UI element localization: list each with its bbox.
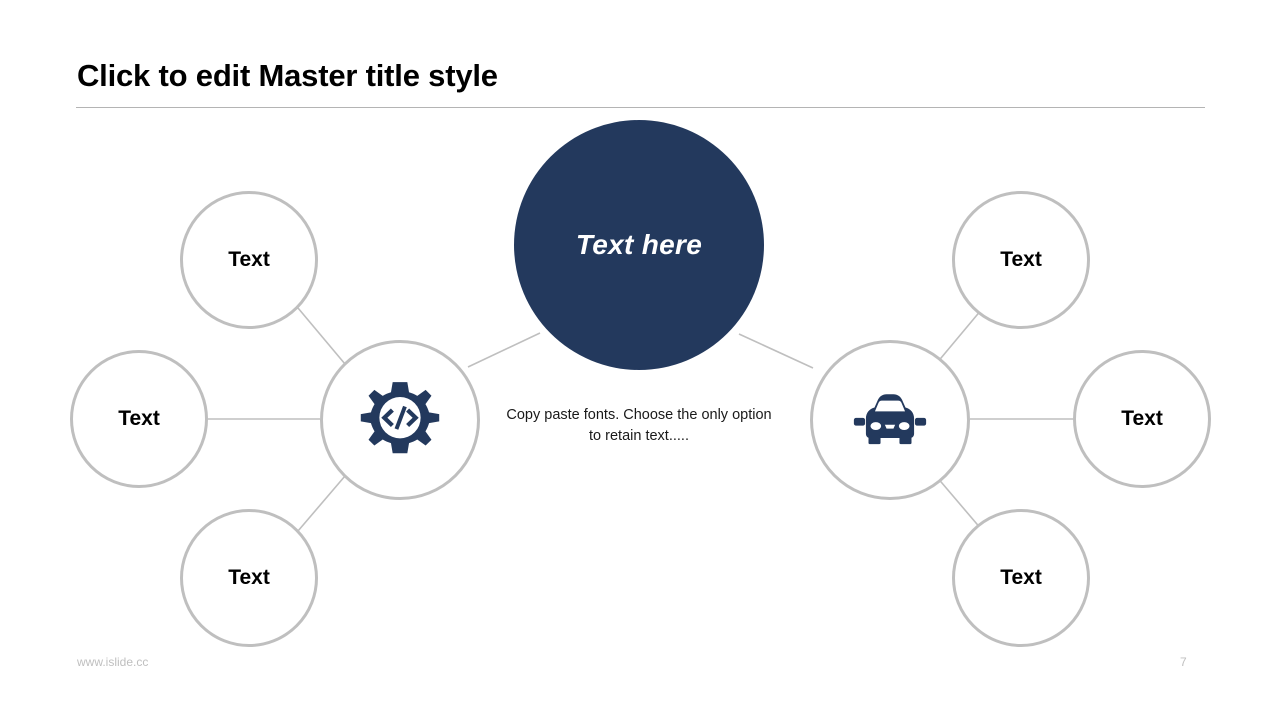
satellite-node-top-left[interactable]: Text — [180, 191, 318, 329]
connector-top-right — [935, 308, 983, 365]
center-node-label: Text here — [575, 229, 703, 260]
title-divider — [76, 107, 1205, 108]
satellite-node-top-right[interactable]: Text — [952, 191, 1090, 329]
satellite-label: Text — [118, 407, 160, 430]
satellite-node-middle-left[interactable]: Text — [70, 350, 208, 488]
page-title: Click to edit Master title style — [77, 58, 498, 93]
hub-node-right[interactable] — [810, 340, 970, 500]
gear-code-icon — [360, 382, 440, 454]
satellite-label: Text — [1121, 407, 1163, 430]
satellite-label: Text — [1000, 248, 1042, 271]
satellite-label: Text — [228, 248, 270, 271]
connector-bottom-left — [297, 475, 346, 532]
connector-top-left — [297, 307, 346, 365]
satellite-label: Text — [228, 566, 270, 589]
connector-left-hub-center — [467, 332, 541, 368]
satellite-label: Text — [1000, 566, 1042, 589]
center-caption: Copy paste fonts. Choose the only option… — [506, 407, 772, 444]
center-node[interactable]: Text here — [514, 120, 764, 370]
connector-bottom-right — [935, 475, 983, 531]
satellite-node-middle-right[interactable]: Text — [1073, 350, 1211, 488]
satellite-node-bottom-right[interactable]: Text — [952, 509, 1090, 647]
footer-url[interactable]: www.islide.cc — [77, 655, 149, 669]
page-number: 7 — [1180, 655, 1187, 669]
satellite-node-bottom-left[interactable]: Text — [180, 509, 318, 647]
connector-center-right-hub — [738, 333, 814, 369]
car-icon — [853, 394, 927, 445]
hub-node-left[interactable] — [320, 340, 480, 500]
